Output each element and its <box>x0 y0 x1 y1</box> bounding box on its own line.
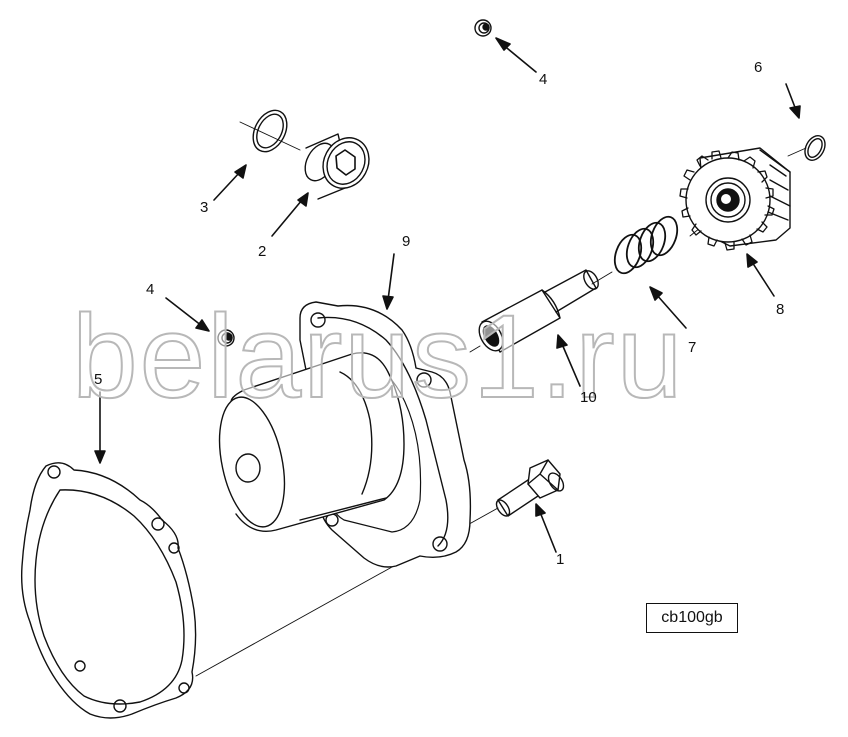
callout-9: 9 <box>402 233 411 250</box>
o-ring-icon <box>252 109 288 153</box>
callout-8: 8 <box>776 301 785 318</box>
callout-arrows <box>94 37 801 553</box>
callout-1: 1 <box>556 551 565 568</box>
callout-10: 10 <box>580 389 597 406</box>
plug-small-icon <box>474 19 492 37</box>
spring-icon <box>613 215 679 275</box>
housing-icon <box>218 301 472 568</box>
plug-icon <box>304 133 370 200</box>
gasket-icon <box>20 462 197 719</box>
reference-code: cb100gb <box>661 609 723 626</box>
callout-6: 6 <box>754 59 763 76</box>
plug-small-left-icon <box>217 329 235 347</box>
callout-5: 5 <box>94 371 103 388</box>
callout-7: 7 <box>688 339 697 356</box>
callout-2: 2 <box>258 243 267 260</box>
gear-icon <box>679 147 791 251</box>
callout-4-left: 4 <box>146 281 155 298</box>
reference-code-box: cb100gb <box>646 603 738 633</box>
callout-3: 3 <box>200 199 209 216</box>
retaining-ring-icon <box>804 135 826 161</box>
callout-4-top: 4 <box>539 71 548 88</box>
capscrew-icon <box>495 459 565 517</box>
plunger-icon <box>478 269 599 353</box>
